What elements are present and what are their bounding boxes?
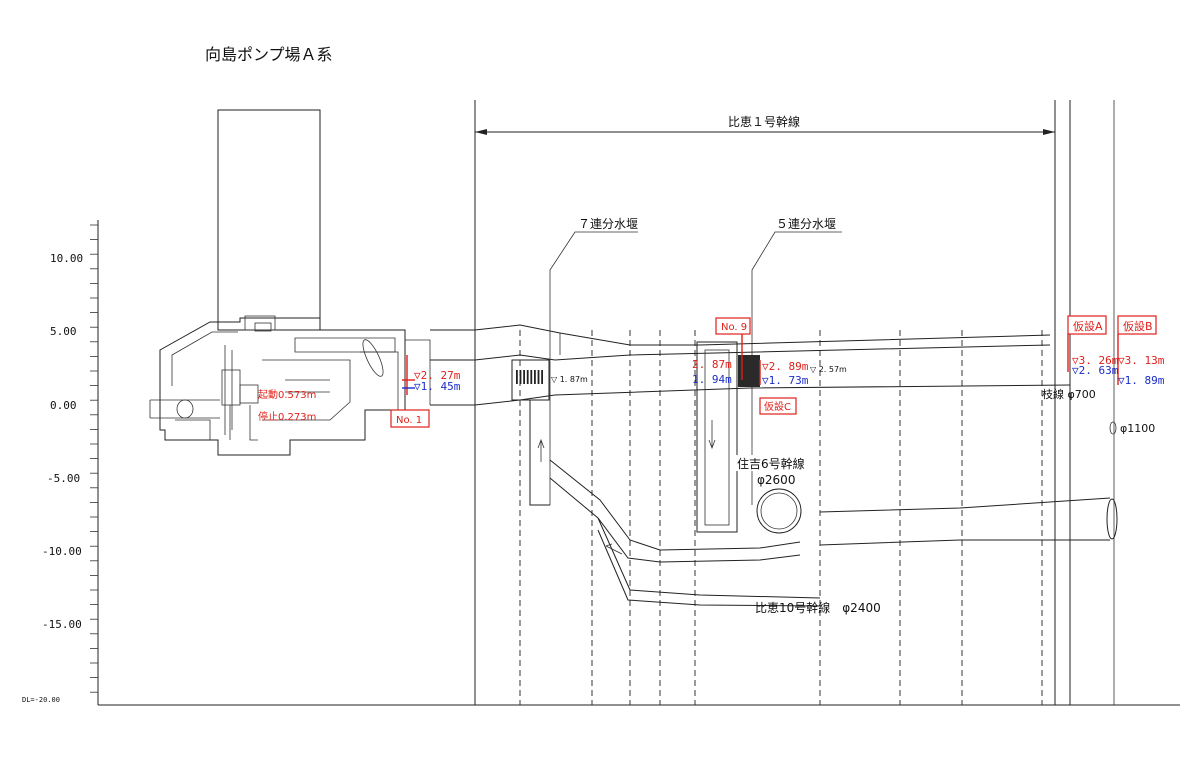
transition <box>549 459 821 607</box>
weir-bar <box>523 370 525 384</box>
weir-7-label: ７連分水堰 <box>578 217 638 231</box>
no1-water-levels: ▽2. 27m ▽1. 45m No. 1 起動0.573m 停止0.273m <box>258 355 461 428</box>
pump-stop-level: 停止0.273m <box>258 410 316 423</box>
wl-3-26: ▽3. 26m <box>1072 354 1119 367</box>
sumiyoshi-trunk: 住吉6号幹線 φ2600 <box>735 455 817 534</box>
weir-bar <box>534 370 536 384</box>
right-annotations: 仮設A 仮設B ▽3. 26m ▽3. 13m ▽2. 63m ▽1. 89m … <box>1042 315 1165 435</box>
wl-1-87: ▽ 1. 87m <box>551 375 588 384</box>
wl-3-13: ▽3. 13m <box>1118 354 1165 367</box>
wl-1-94: 1. 94m <box>692 373 732 386</box>
main-sewer-label: 比恵１号幹線 <box>728 114 800 129</box>
weir-5-label: ５連分水堰 <box>776 217 836 231</box>
label-kasetsu-b: 仮設B <box>1123 319 1153 333</box>
tick-label-5: 5.00 <box>50 325 77 338</box>
tick-label-minus15: -15.00 <box>42 618 82 631</box>
section-dashed-lines <box>519 330 1043 705</box>
gate-block <box>738 355 760 387</box>
label-no9: No. 9 <box>721 322 747 333</box>
pipe-1100-label: φ1100 <box>1120 422 1155 435</box>
wl-2-63: ▽2. 63m <box>1072 364 1119 377</box>
weir-bar <box>516 370 518 384</box>
deep-trunk: 比恵10号幹線 φ2400 <box>755 497 1118 615</box>
sumiyoshi-name: 住吉6号幹線 <box>737 456 805 471</box>
tick-label-10: 10.00 <box>50 252 83 265</box>
label-no1: No. 1 <box>396 415 422 426</box>
weir-bar <box>541 370 543 384</box>
tick-label-minus5: -5.00 <box>47 472 80 485</box>
elevation-axis: 10.00 5.00 0.00 -5.00 -10.00 -15.00 DL=-… <box>22 220 1180 706</box>
main-sewer-extent: 比恵１号幹線 <box>474 100 1115 705</box>
label-kasetsu-a: 仮設A <box>1073 319 1103 333</box>
label-kasetsu-c: 仮設C <box>764 400 791 413</box>
wl-2-57: ▽ 2. 57m <box>810 365 847 374</box>
wl-2-87: 2. 87m <box>692 358 732 371</box>
wl-2-89: ▽2. 89m <box>762 360 809 373</box>
weir-5: ５連分水堰 No. 9 2. 87m 1. 94m ▽2. 89m ▽1. 73… <box>692 217 847 533</box>
datum-label: DL=-20.00 <box>22 696 60 704</box>
branch-700-label: 枝線 φ700 <box>1042 387 1096 401</box>
weir-bar <box>537 370 540 384</box>
sumiyoshi-dia: φ2600 <box>757 473 795 487</box>
diagram-title: 向島ポンプ場Ａ系 <box>205 45 333 64</box>
weir-7: ７連分水堰 ▽ 1. 87m <box>511 217 638 506</box>
wl-1-73: ▽1. 73m <box>762 374 809 387</box>
wl-1-45: ▽1. 45m <box>414 380 461 393</box>
weir-bar <box>519 370 522 384</box>
tick-label-minus10: -10.00 <box>42 545 82 558</box>
wl-2-27: ▽2. 27m <box>414 369 461 382</box>
weir-bar <box>526 370 529 384</box>
weir-bar <box>530 370 533 384</box>
pump-station <box>149 315 431 456</box>
pump-start-level: 起動0.573m <box>258 388 316 401</box>
tick-label-0: 0.00 <box>50 399 77 412</box>
wl-1-89: ▽1. 89m <box>1118 374 1165 387</box>
pump-tower <box>217 109 321 331</box>
hie10-label: 比恵10号幹線 φ2400 <box>755 600 881 615</box>
